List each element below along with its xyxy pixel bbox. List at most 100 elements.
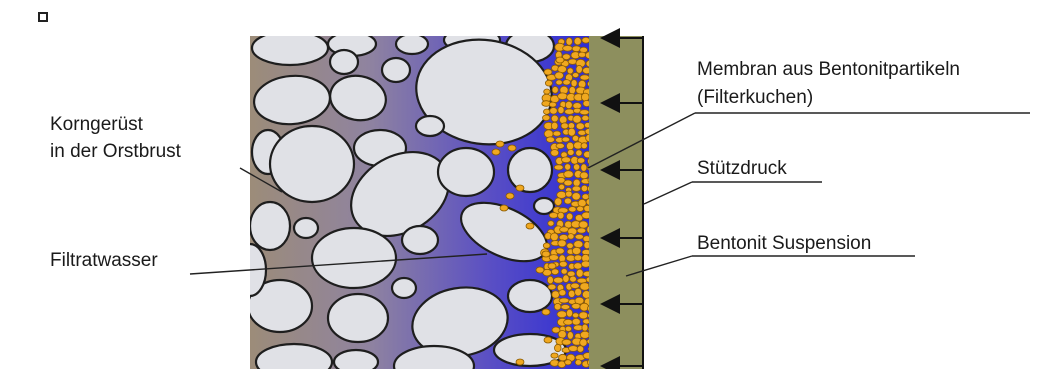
filter-cake-particle — [561, 123, 568, 129]
filter-cake-particle — [574, 263, 582, 269]
filter-cake-particle — [551, 150, 559, 157]
filter-cake-particle — [552, 87, 558, 94]
filter-cake-particle — [547, 276, 553, 284]
filter-cake-particle — [579, 312, 588, 319]
filter-cake-particle — [562, 157, 571, 163]
filter-cake-particle — [562, 339, 571, 345]
filter-cake-particle — [544, 69, 552, 75]
filter-cake-particle — [526, 223, 534, 229]
soil-grain — [328, 294, 388, 342]
soil-grain — [396, 34, 428, 54]
filter-cake-particle — [566, 191, 573, 197]
filter-cake-particle — [544, 337, 552, 343]
filter-cake-particle — [569, 87, 575, 95]
soil-grain — [334, 350, 378, 369]
filter-cake-particle — [558, 240, 566, 247]
soil-grain — [508, 280, 552, 312]
filter-cake-particle — [543, 115, 550, 121]
filter-cake-particle — [559, 261, 567, 267]
filter-cake-particle — [562, 137, 570, 142]
soil-grain — [330, 50, 358, 74]
filter-cake-particle — [576, 150, 582, 156]
filter-cake-particle — [581, 261, 590, 267]
filter-cake-particle — [565, 164, 571, 170]
filter-cake-particle — [575, 288, 582, 296]
soil-grain — [312, 228, 396, 288]
filter-cake-particle — [571, 80, 577, 87]
filter-cake-particle — [569, 207, 577, 212]
filter-cake-particle — [544, 109, 550, 114]
filter-cake-particle — [575, 234, 583, 239]
filter-cake-particle — [572, 318, 580, 325]
filter-cake-particle — [549, 102, 556, 107]
filter-cake-particle — [554, 165, 563, 170]
leader-stuetzdruck-d — [644, 182, 692, 204]
label-stuetzdruck: Stützdruck — [697, 156, 787, 182]
filter-cake-particle — [558, 212, 564, 219]
soil-grain — [392, 278, 416, 298]
filter-cake-particle — [564, 171, 574, 178]
filter-cake-particle — [570, 276, 577, 282]
filter-cake-particle — [555, 72, 564, 79]
soil-grain — [250, 202, 290, 250]
label-korngeruest-line1: Korngerüst — [50, 112, 143, 138]
filter-cake-particle — [581, 93, 589, 101]
filter-cake-particle — [551, 233, 559, 241]
filter-cake-particle — [555, 198, 562, 206]
filter-cake-particle — [572, 186, 580, 191]
soil-grain — [382, 58, 410, 82]
soil-grain — [270, 126, 354, 202]
filter-cake-particle — [577, 158, 585, 164]
label-filtratwasser: Filtratwasser — [50, 248, 158, 274]
filter-cake-particle — [554, 303, 561, 310]
filter-cake-particle — [573, 179, 580, 186]
filter-cake-particle — [552, 327, 560, 333]
soil-grain — [252, 31, 328, 65]
filter-cake-particle — [581, 164, 587, 171]
filter-cake-particle — [516, 359, 524, 365]
filter-cake-particle — [577, 346, 584, 353]
filter-cake-particle — [557, 311, 567, 318]
filter-cake-particle — [548, 284, 556, 290]
filter-cake-particle — [556, 143, 564, 148]
soil-grain — [402, 226, 438, 254]
filter-cake-particle — [551, 122, 558, 129]
label-korngeruest-line2: in der Orstbrust — [50, 139, 181, 165]
soil-grain — [534, 198, 554, 214]
filter-cake-particle — [508, 145, 516, 151]
filter-cake-particle — [561, 269, 567, 275]
filter-cake-particle — [566, 38, 572, 46]
filter-cake-particle — [565, 101, 572, 108]
filter-cake-particle — [559, 184, 565, 190]
filter-cake-particle — [549, 213, 558, 219]
filter-cake-particle — [548, 263, 556, 269]
filter-cake-particle — [565, 326, 571, 331]
filter-cake-particle — [580, 331, 590, 338]
filter-cake-particle — [557, 191, 567, 198]
filter-cake-particle — [580, 172, 588, 179]
filter-cake-particle — [550, 108, 558, 115]
filter-cake-particle — [572, 247, 581, 254]
filter-cake-particle — [551, 353, 558, 358]
filter-cake-particle — [566, 213, 572, 220]
filter-cake-particle — [545, 80, 552, 86]
filter-cake-particle — [574, 241, 583, 248]
filter-cake-particle — [500, 205, 508, 211]
filter-cake-particle — [576, 65, 582, 73]
filter-cake-particle — [582, 37, 590, 43]
filter-cake-particle — [551, 269, 558, 275]
filter-cake-particle — [582, 324, 588, 331]
filter-cake-particle — [548, 221, 554, 226]
filter-cake-particle — [568, 234, 574, 240]
label-bentonit-suspension: Bentonit Suspension — [697, 231, 871, 257]
filter-cake-particle — [567, 142, 574, 150]
filter-cake-particle — [555, 344, 562, 351]
filter-cake-particle — [549, 255, 558, 261]
filter-cake-particle — [542, 251, 550, 257]
soil-grain — [508, 148, 552, 192]
filter-cake-particle — [569, 346, 578, 352]
soil-grain — [294, 218, 318, 238]
filter-cake-particle — [567, 332, 573, 340]
filter-cake-particle — [568, 290, 575, 297]
